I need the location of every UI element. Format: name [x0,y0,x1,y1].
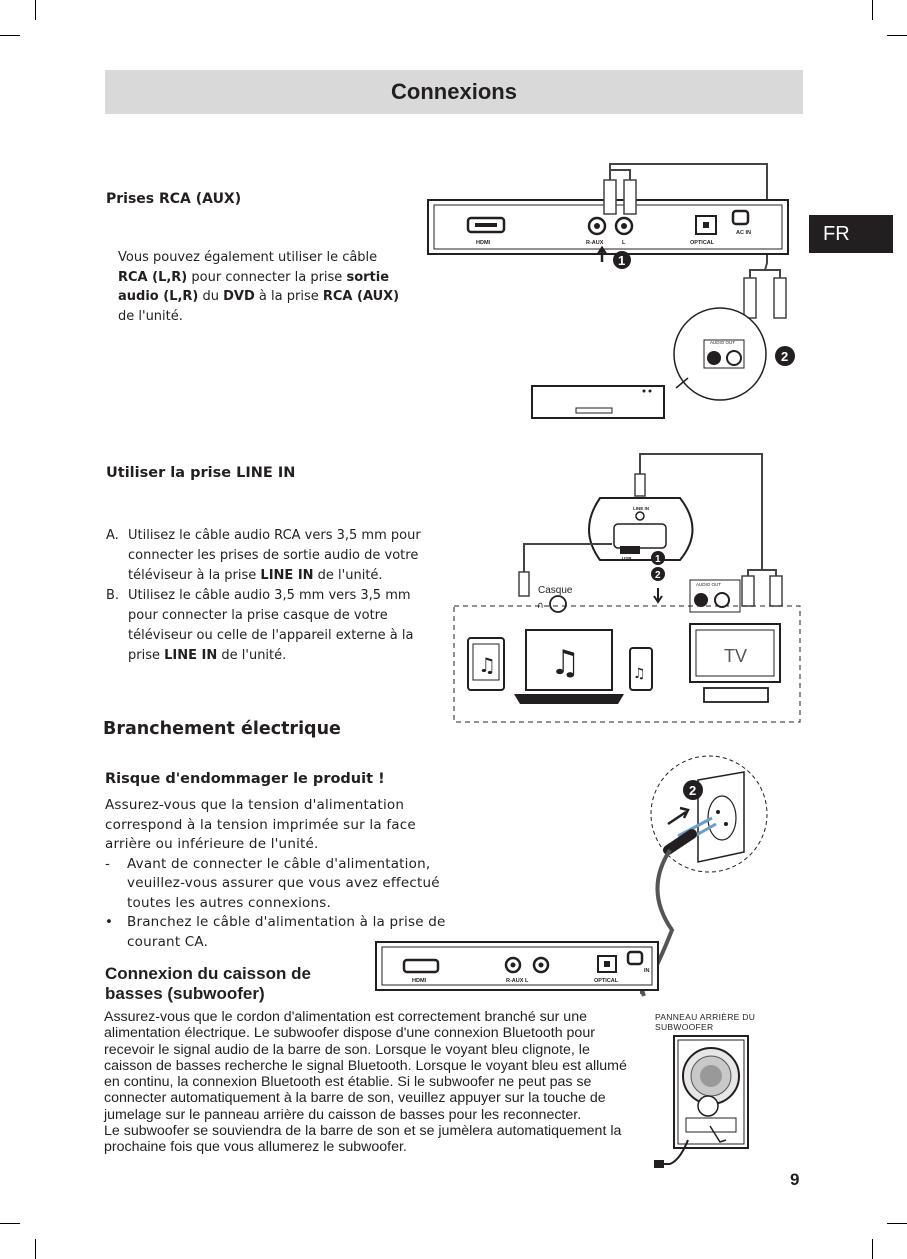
audio-out-jack-icon [726,350,742,366]
hdmi-port-icon [402,958,440,974]
line-in-heading: Utiliser la prise LINE IN [106,465,296,481]
electrical-heading: Branchement électrique [103,719,341,739]
svg-text:IN: IN [644,968,650,974]
svg-text:1: 1 [618,253,625,268]
mini-jack-plug-icon [634,473,646,497]
audio-out-jack-icon [694,593,708,607]
svg-text:R-AUX: R-AUX [586,240,604,246]
arrow-up-icon [596,245,608,262]
hand-pointer-icon [709,1125,727,1143]
crop-mark [872,1239,873,1259]
crop-mark [0,1223,20,1224]
step-1-badge [651,551,665,565]
power-cable [662,1139,689,1165]
page-title: Connexions [391,79,517,104]
crop-mark [35,1239,36,1259]
subwoofer-control-panel [685,1117,737,1133]
headphone-jack-icon [549,595,567,613]
svg-text:L: L [622,240,626,246]
svg-text:OPTICAL: OPTICAL [594,978,619,984]
crop-mark [887,35,907,36]
subwoofer-rear-panel-diagram [654,1035,749,1168]
step-2-badge [775,346,795,366]
svg-text:LINE IN: LINE IN [633,506,649,511]
line-in-connection-diagram: LINE IN USB 1 2 Casque ∩ AUDIO OUT ♫ ♫ ♫… [453,453,801,723]
step-2-badge [683,780,703,800]
rca-paragraph: Vous pouvez également utiliser le câble … [118,250,400,324]
svg-text:TV: TV [724,646,747,666]
svg-text:2: 2 [689,783,696,798]
subwoofer-paragraph: Assurez-vous que le cordon d'alimentatio… [104,1009,627,1156]
svg-text:R-AUX L: R-AUX L [506,978,529,984]
control-panel-icon [613,523,667,549]
devices-box [453,605,801,723]
list-item: •Branchez le câble d'alimentation à la p… [105,914,446,950]
svg-text:2: 2 [781,349,788,364]
mini-jack-plug-icon [518,571,530,597]
headphone-icon: ∩ [537,601,544,611]
music-note-icon: ♫ [478,653,496,677]
rca-plug-icon [741,575,755,607]
arrow-down-icon [653,588,663,604]
music-note-icon: ♫ [550,643,580,683]
port-icon [697,1095,719,1117]
rca-plug-icon [773,277,787,319]
language-tab: FR [809,215,893,253]
rca-plug-icon [623,179,637,215]
svg-text:OPTICAL: OPTICAL [690,240,715,246]
svg-text:AUDIO OUT: AUDIO OUT [696,582,721,587]
risk-heading: Risque d'endommager le produit ! [105,771,385,787]
line-in-list: A. Utilisez le câble audio RCA vers 3,5 … [106,526,436,666]
usb-port-icon [620,546,640,554]
plug-icon [677,816,713,838]
step-2-badge [651,567,665,581]
list-item: -Avant de connecter le câble d'alimentat… [105,855,440,911]
risk-paragraph: Assurez-vous que la tension d'alimentati… [105,796,450,952]
zoom-circle [650,755,768,873]
step-1-badge [613,251,631,269]
list-item: B. Utilisez le câble audio 3,5 mm vers 3… [106,588,414,663]
line-in-jack-icon [635,511,645,521]
crop-mark [887,1223,907,1224]
rca-plug-icon [769,575,783,607]
ac-in-port-icon [626,950,644,966]
svg-text:USB: USB [622,556,632,561]
arrow-icon [667,806,690,826]
audio-out-jack-icon [714,592,730,608]
rca-heading: Prises RCA (AUX) [106,191,242,207]
power-connection-diagram: 2 HDMI R-AUX L OPTICAL IN [375,755,768,997]
rca-plug-icon [743,277,757,319]
subwoofer-heading: Connexion du caisson de basses (subwoofe… [105,964,311,1003]
svg-text:AC IN: AC IN [736,230,751,236]
crop-mark [35,0,36,20]
title-bar: Connexions [105,70,803,114]
rca-connection-diagram: HDMI R-AUX L OPTICAL AC IN 1 AUDIO OUT 2 [427,163,795,419]
laptop-icon [525,629,613,691]
svg-text:HDMI: HDMI [412,978,427,984]
list-item: A. Utilisez le câble audio RCA vers 3,5 … [106,528,421,583]
svg-text:1: 1 [655,554,661,565]
svg-text:Casque: Casque [538,585,573,596]
crop-mark [872,0,873,20]
subwoofer-panel-label: PANNEAU ARRIÈRE DU SUBWOOFER [655,1012,756,1032]
svg-text:AUDIO OUT: AUDIO OUT [710,340,735,345]
svg-text:2: 2 [655,570,661,581]
rca-cable [639,453,763,570]
page-number: 9 [790,1170,800,1189]
rca-plug-icon [603,179,617,215]
plug-icon [654,1160,664,1168]
dvd-player-icon [703,687,769,703]
music-note-icon: ♫ [633,666,646,682]
svg-text:HDMI: HDMI [476,240,491,246]
audio-out-jack-icon [707,351,721,365]
phone-icon [629,647,653,691]
audio-cable [523,543,612,574]
crop-mark [0,35,20,36]
ac-in-port-icon [731,209,750,226]
